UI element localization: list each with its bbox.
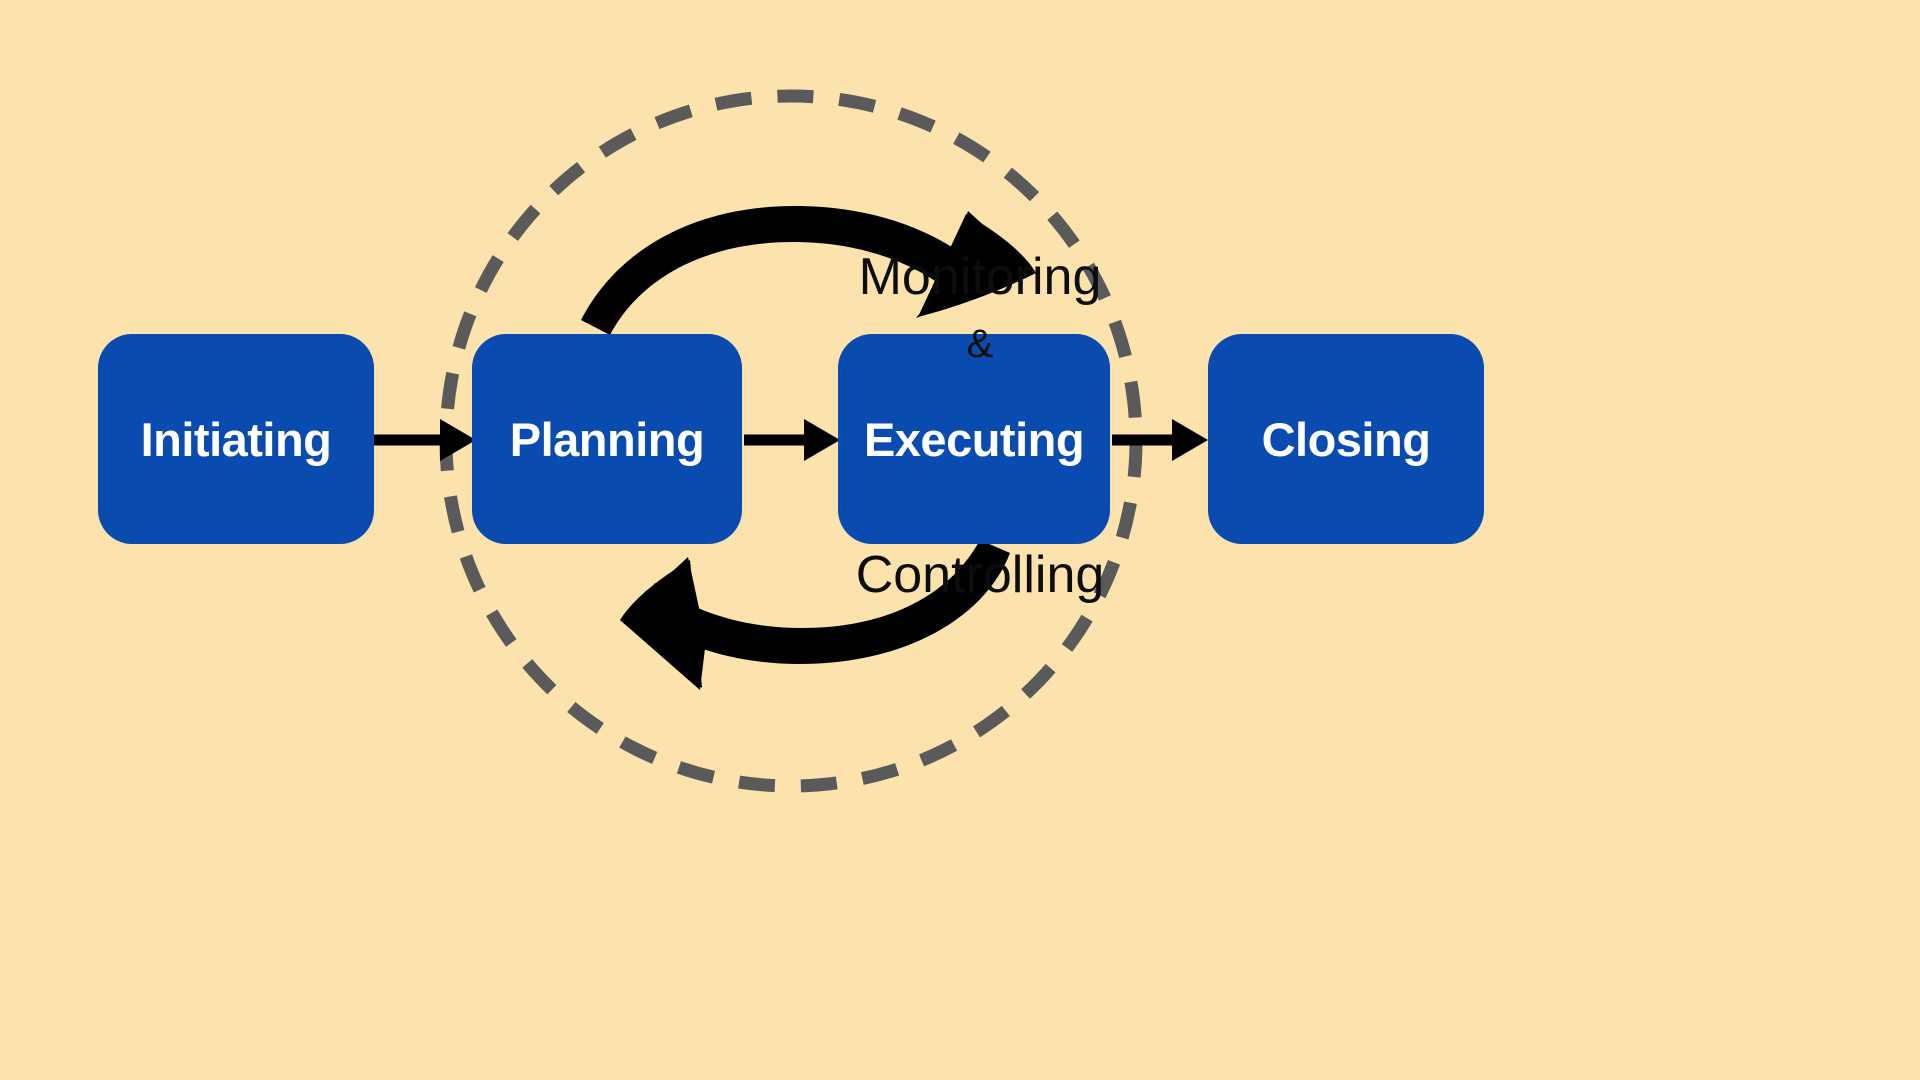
connector-planning-to-executing	[744, 419, 840, 461]
phase-label-executing: Executing	[863, 412, 1085, 466]
monitoring-curved-arrow	[581, 206, 1036, 335]
phase-label-initiating: Initiating	[140, 412, 332, 466]
phase-box-initiating[interactable]: Initiating	[98, 334, 374, 544]
cycle-label-controlling: Controlling	[855, 546, 1105, 604]
cycle-label-ampersand: &	[966, 322, 994, 366]
phase-box-planning[interactable]: Planning	[472, 334, 742, 544]
phase-label-planning: Planning	[509, 412, 705, 466]
connector-initiating-to-planning	[374, 419, 476, 461]
phase-box-executing[interactable]: Executing	[838, 334, 1110, 544]
phase-label-closing: Closing	[1261, 412, 1431, 466]
phase-box-closing[interactable]: Closing	[1208, 334, 1484, 544]
connector-executing-to-closing	[1112, 419, 1208, 461]
cycle-label-monitoring: Monitoring	[858, 248, 1102, 306]
controlling-curved-arrow	[620, 540, 1010, 690]
